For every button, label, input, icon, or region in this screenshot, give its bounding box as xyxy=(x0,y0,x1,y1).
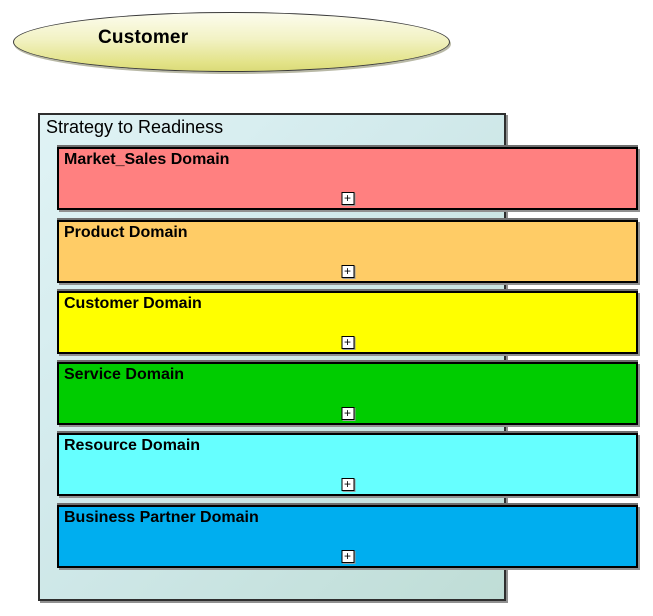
expand-icon[interactable]: + xyxy=(341,478,354,491)
domain-bar-customer[interactable]: Customer Domain + xyxy=(57,291,638,354)
domain-bar-service[interactable]: Service Domain + xyxy=(57,362,638,425)
expand-icon[interactable]: + xyxy=(341,407,354,420)
expand-icon[interactable]: + xyxy=(341,192,354,205)
customer-actor-ellipse[interactable]: Customer xyxy=(13,12,450,72)
domain-bar-label: Service Domain xyxy=(64,366,185,383)
domain-bar-label: Business Partner Domain xyxy=(64,509,259,526)
customer-actor-label: Customer xyxy=(98,27,189,48)
expand-icon[interactable]: + xyxy=(341,336,354,349)
expand-icon[interactable]: + xyxy=(341,550,354,563)
domain-bar-label: Market_Sales Domain xyxy=(64,151,230,168)
domain-bar-business-partner[interactable]: Business Partner Domain + xyxy=(57,505,638,568)
domain-bar-label: Resource Domain xyxy=(64,437,201,454)
expand-icon[interactable]: + xyxy=(341,265,354,278)
domain-bar-market-sales[interactable]: Market_Sales Domain + xyxy=(57,147,638,210)
domain-bar-product[interactable]: Product Domain + xyxy=(57,220,638,283)
domain-bar-label: Customer Domain xyxy=(64,295,202,312)
domain-bar-resource[interactable]: Resource Domain + xyxy=(57,433,638,496)
container-title: Strategy to Readiness xyxy=(46,117,224,137)
domain-bar-label: Product Domain xyxy=(64,224,188,241)
